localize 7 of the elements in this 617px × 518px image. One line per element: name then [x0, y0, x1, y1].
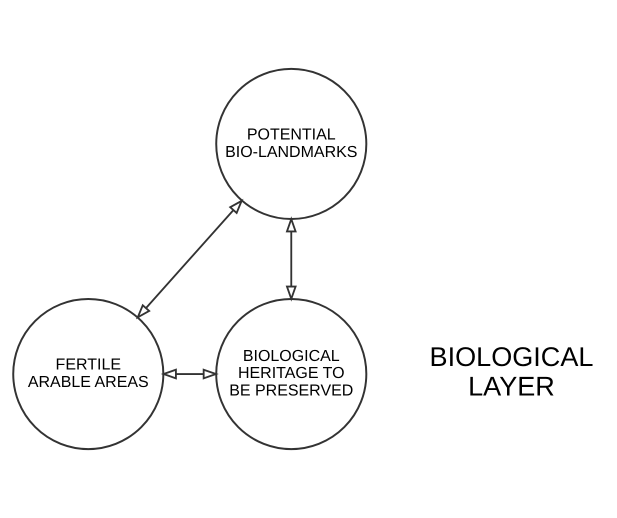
arrow [136, 198, 244, 320]
arrow [286, 216, 297, 302]
node-circle: POTENTIAL BIO-LANDMARKS [215, 68, 368, 220]
node-circle: FERTILE ARABLE AREAS [12, 298, 164, 450]
label: BIOLOGICAL LAYER [430, 342, 594, 402]
arrow [160, 368, 219, 380]
node-circle: BIOLOGICAL HERITAGE TO BE PRESERVED [215, 298, 368, 450]
